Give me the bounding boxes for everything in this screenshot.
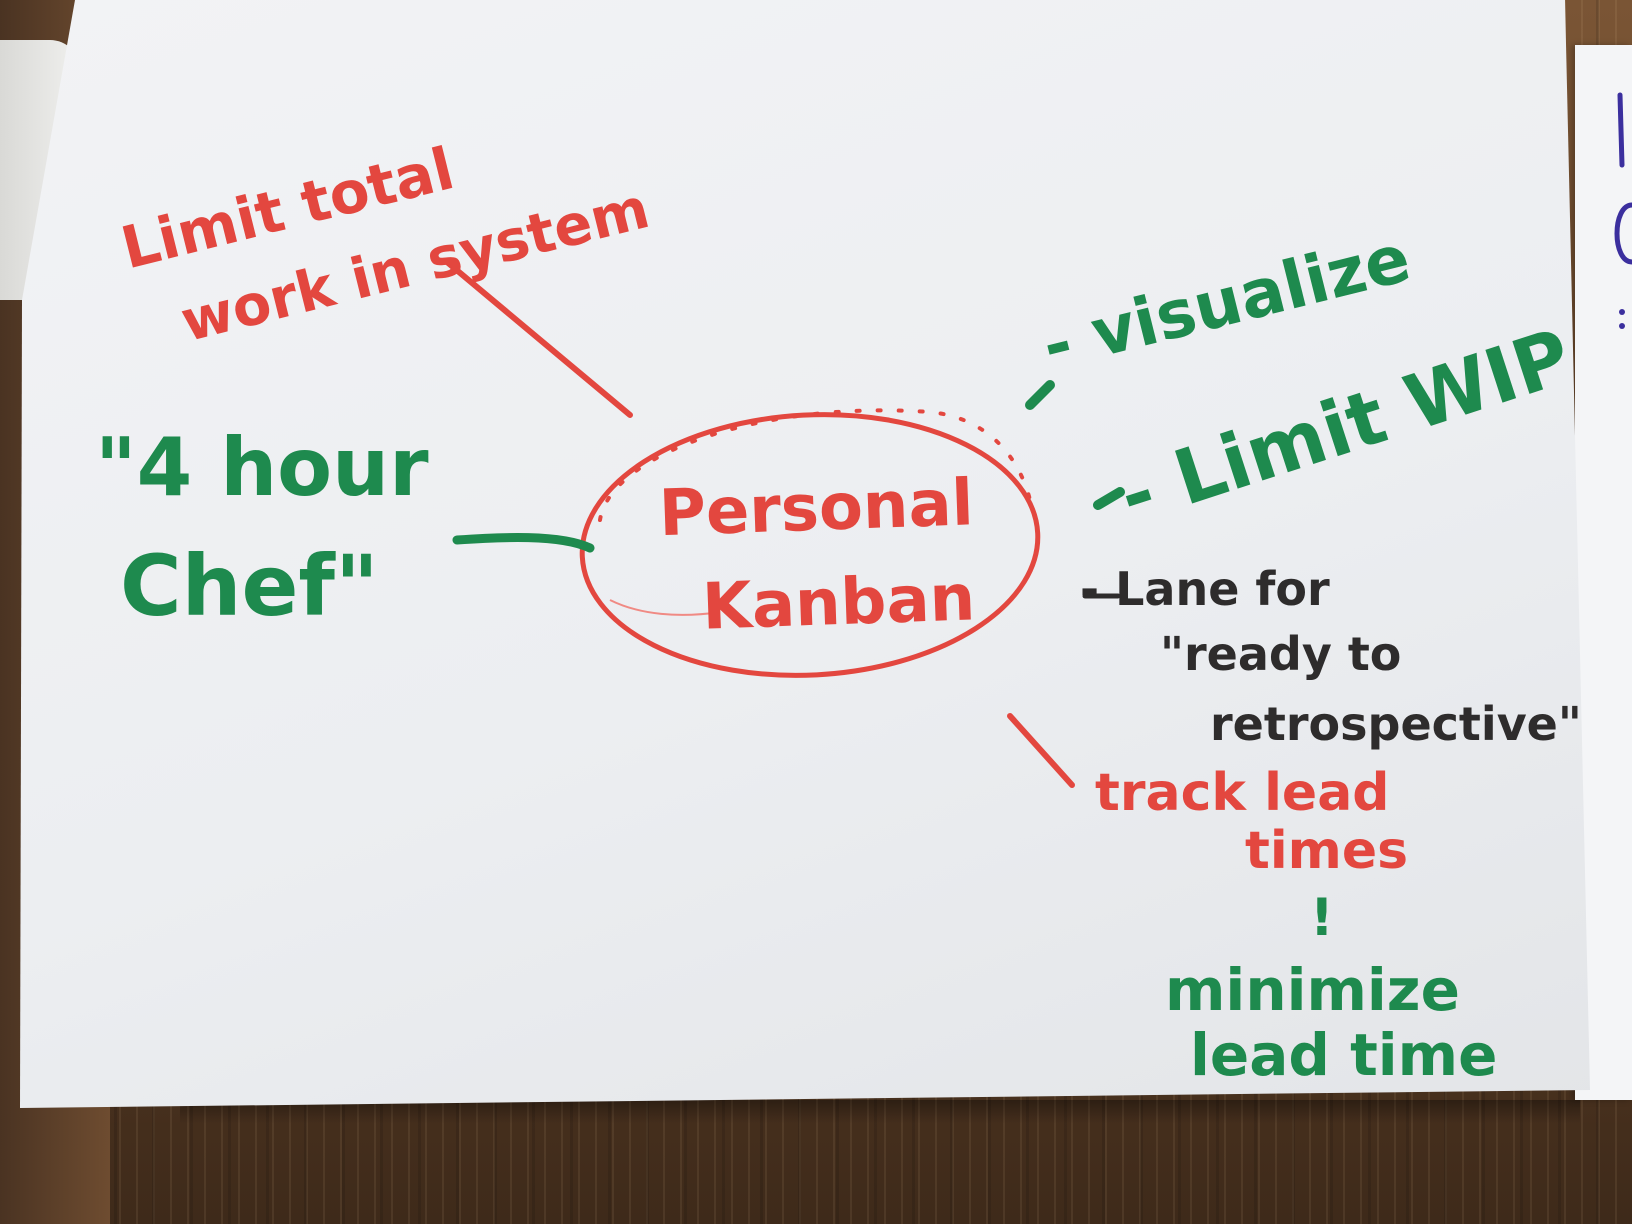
- bottom-right-note-line-1: minimize: [1165, 956, 1460, 1024]
- connector-lines: [444, 259, 1125, 788]
- center-label: Personal Kanban: [658, 466, 977, 644]
- center-label-line-1: Personal: [658, 466, 975, 551]
- right-note-track: track lead times: [1095, 763, 1408, 881]
- left-note-line-1: "4 hour: [95, 421, 429, 514]
- left-note: "4 hour Chef": [95, 421, 429, 635]
- right-note-visualize-text: - visualize: [1035, 219, 1418, 384]
- right-note-lane-line-1: - Lane for: [1080, 562, 1330, 616]
- top-left-note: Limit total work in system: [115, 134, 656, 355]
- center-ellipse: [579, 408, 1041, 678]
- right-note-lane: - Lane for "ready to retrospective": [1080, 562, 1582, 751]
- arrow-mark: !: [1310, 888, 1334, 948]
- right-note-track-line-2: times: [1245, 821, 1408, 881]
- right-note-track-line-1: track lead: [1095, 763, 1390, 823]
- bottom-right-note-line-2: lead time: [1190, 1021, 1497, 1089]
- right-note-lane-line-2: "ready to: [1160, 627, 1401, 681]
- right-note-lane-line-3: retrospective": [1210, 697, 1582, 751]
- purple-marks: [1614, 92, 1632, 329]
- right-note-visualize: - visualize: [1035, 219, 1418, 384]
- bottom-right-note: minimize lead time: [1165, 956, 1497, 1089]
- paper-shadow: [180, 1100, 1580, 1124]
- paper-sheet: [20, 0, 1590, 1108]
- left-note-line-2: Chef": [120, 537, 379, 635]
- center-label-line-2: Kanban: [701, 561, 976, 644]
